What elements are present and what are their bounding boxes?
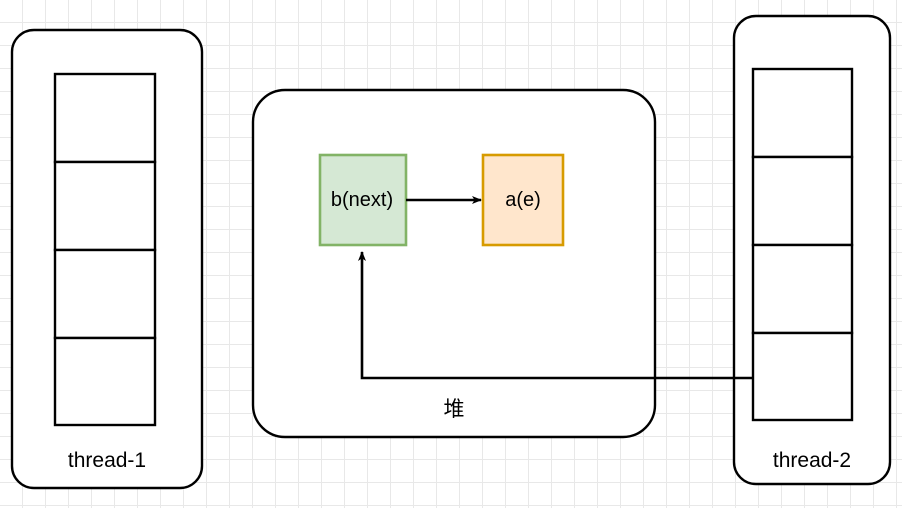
thread-2-label: thread-2 — [772, 449, 852, 472]
thread-1-frame-3[interactable] — [53, 248, 157, 340]
heap-label: 堆 — [443, 398, 465, 421]
thread-2-frame-2[interactable] — [751, 155, 854, 247]
thread-2-frame-1[interactable] — [751, 67, 854, 159]
heap-object-b-next[interactable] — [318, 153, 408, 247]
heap-object-b-next-label: b(next) — [330, 189, 394, 211]
connector-thread2-to-b-next[interactable] — [358, 251, 753, 380]
thread-1-frame-1[interactable] — [53, 72, 157, 164]
heap-object-a-e-label: a(e) — [505, 189, 541, 211]
thread-2-frame-4[interactable] — [751, 331, 854, 422]
heap-object-a-e[interactable] — [481, 153, 565, 247]
thread-1-frame-2[interactable] — [53, 160, 157, 252]
thread-1-label: thread-1 — [67, 449, 147, 472]
thread-1-stack[interactable] — [53, 72, 157, 427]
thread-2-stack[interactable] — [751, 67, 854, 422]
thread-1-frame-4[interactable] — [53, 336, 157, 427]
heap-container[interactable] — [251, 88, 657, 439]
thread-2-frame-3[interactable] — [751, 243, 854, 335]
